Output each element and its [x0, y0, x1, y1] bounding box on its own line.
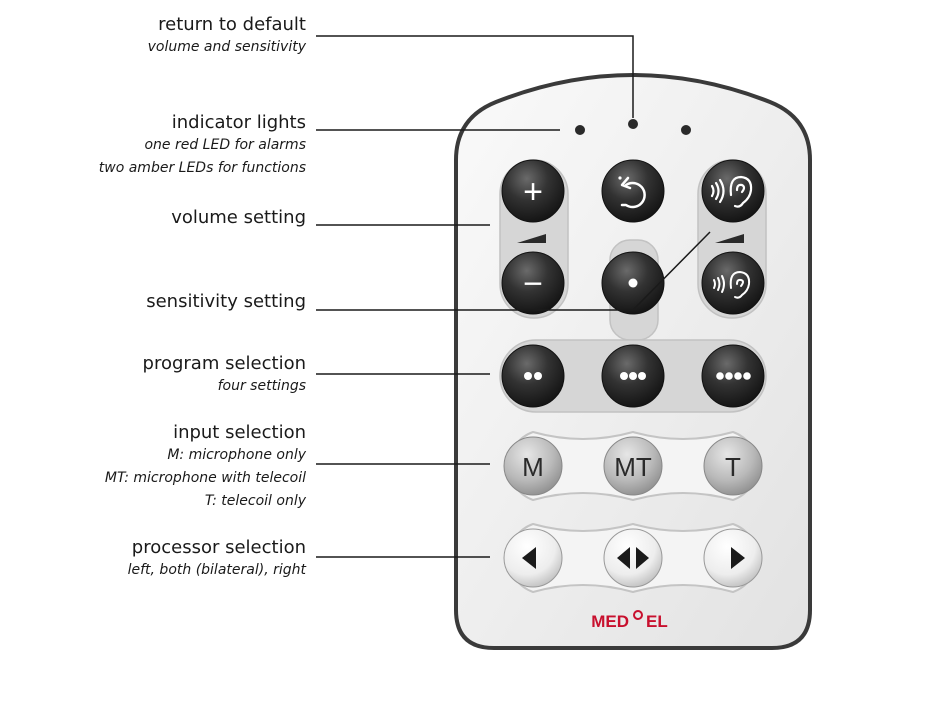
indicator-led-right [681, 125, 691, 135]
program-three-dots-button[interactable] [601, 344, 665, 408]
annotation-detail: left, both (bilateral), right [127, 562, 306, 578]
indicator-led-left [575, 125, 585, 135]
annotation-detail: four settings [217, 378, 306, 394]
program-two-dots-button[interactable] [501, 344, 565, 408]
annotation-processor-selection: processor selection left, both (bilatera… [128, 537, 306, 582]
annotation-volume-setting: volume setting [171, 207, 306, 229]
ear-sound-icon [710, 175, 753, 208]
center-dot-button[interactable] [601, 251, 665, 315]
volume-up-label: + [523, 173, 543, 211]
annotation-title: program selection [142, 353, 306, 374]
input-mt-button[interactable]: MT [603, 436, 663, 496]
annotation-return-to-default: return to default volume and sensitivity [148, 14, 306, 59]
sensitivity-level-mark [715, 234, 744, 243]
dot-icon [628, 278, 638, 288]
sensitivity-up-button[interactable] [701, 159, 765, 223]
annotation-program-selection: program selection four settings [143, 353, 306, 398]
program-four-dots-button[interactable] [701, 344, 765, 408]
annotation-detail: two amber LEDs for functions [98, 160, 306, 176]
annotation-title: return to default [158, 14, 306, 35]
triangle-right-icon [636, 547, 649, 569]
annotation-title: sensitivity setting [146, 291, 306, 312]
triangle-left-icon [617, 547, 630, 569]
annotation-detail: volume and sensitivity [147, 39, 306, 55]
annotation-sensitivity-setting: sensitivity setting [146, 291, 306, 313]
leader-lines [316, 35, 711, 558]
input-m-button[interactable]: M [503, 436, 563, 496]
indicator-led-center [628, 119, 638, 129]
annotation-input-selection: input selection M: microphone only MT: m… [105, 422, 306, 513]
processor-right-button[interactable] [703, 528, 763, 588]
input-selection-group: M MT T [503, 430, 763, 502]
volume-up-button[interactable]: + [501, 159, 565, 223]
return-arrow-icon [618, 176, 646, 209]
annotation-title: input selection [173, 422, 306, 443]
dots-icon [620, 372, 646, 380]
annotation-detail: T: telecoil only [204, 493, 306, 509]
volume-down-button[interactable]: − [501, 251, 565, 315]
return-to-default-button[interactable] [601, 159, 665, 223]
processor-selection-group [503, 522, 763, 594]
volume-down-label: − [523, 265, 543, 303]
leader-sensitivity [316, 231, 711, 311]
input-m-label: M [522, 452, 544, 482]
processor-both-button[interactable] [603, 528, 663, 588]
brand-right: EL [646, 612, 668, 631]
input-t-label: T [725, 452, 741, 482]
processor-left-button[interactable] [503, 528, 563, 588]
dots-icon [716, 372, 751, 380]
triangle-right-icon [731, 547, 745, 569]
annotation-detail: MT: microphone with telecoil [104, 470, 306, 486]
brand-logo: MED EL [591, 610, 668, 631]
annotation-title: indicator lights [171, 112, 306, 133]
brand-ear-icon [633, 610, 643, 620]
annotation-indicator-lights: indicator lights one red LED for alarms … [99, 112, 306, 180]
input-mt-label: MT [614, 452, 652, 482]
triangle-left-icon [522, 547, 536, 569]
annotation-detail: one red LED for alarms [144, 137, 306, 153]
annotation-title: volume setting [171, 207, 306, 228]
leader-return [316, 35, 634, 118]
volume-level-mark [517, 234, 546, 243]
annotation-detail: M: microphone only [167, 447, 306, 463]
ear-sound-icon [713, 270, 751, 299]
sensitivity-down-button[interactable] [701, 251, 765, 315]
input-t-button[interactable]: T [703, 436, 763, 496]
annotation-title: processor selection [131, 537, 306, 558]
dots-icon [524, 372, 542, 380]
brand-left: MED [591, 612, 629, 631]
